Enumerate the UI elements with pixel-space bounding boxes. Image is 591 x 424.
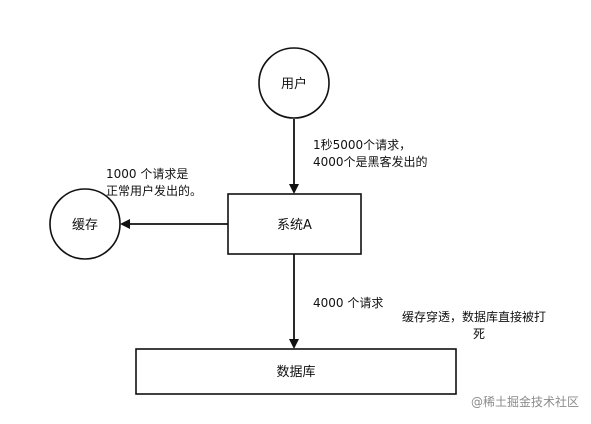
note-system-to-cache-line-2: 正常用户发出的。 [106, 184, 203, 198]
note-database-result-line-2: 死 [473, 327, 486, 341]
user-node: 用户 [258, 47, 330, 119]
note-user-to-system: 1秒5000个请求， 4000个是黑客发出的 [313, 137, 428, 171]
note-system-to-cache-line-1: 1000 个请求是 [106, 167, 189, 181]
cache-node-label: 缓存 [72, 218, 98, 233]
note-database-result: 缓存穿透，数据库直接被打 死 [402, 309, 546, 343]
user-node-label: 用户 [281, 76, 307, 92]
database-node: 数据库 [135, 348, 457, 395]
database-node-label: 数据库 [276, 364, 315, 380]
note-system-to-database: 4000 个请求 [313, 296, 384, 310]
note-system-to-cache: 1000 个请求是 正常用户发出的。 [106, 166, 202, 200]
watermark-text: @稀土掘金技术社区 [470, 395, 579, 409]
system-node: 系统A [227, 193, 362, 255]
system-node-label: 系统A [277, 218, 312, 233]
note-user-to-system-line-2: 4000个是黑客发出的 [313, 155, 428, 169]
note-database-result-line-1: 缓存穿透，数据库直接被打 [402, 310, 547, 324]
note-user-to-system-line-1: 1秒5000个请求， [313, 138, 412, 152]
